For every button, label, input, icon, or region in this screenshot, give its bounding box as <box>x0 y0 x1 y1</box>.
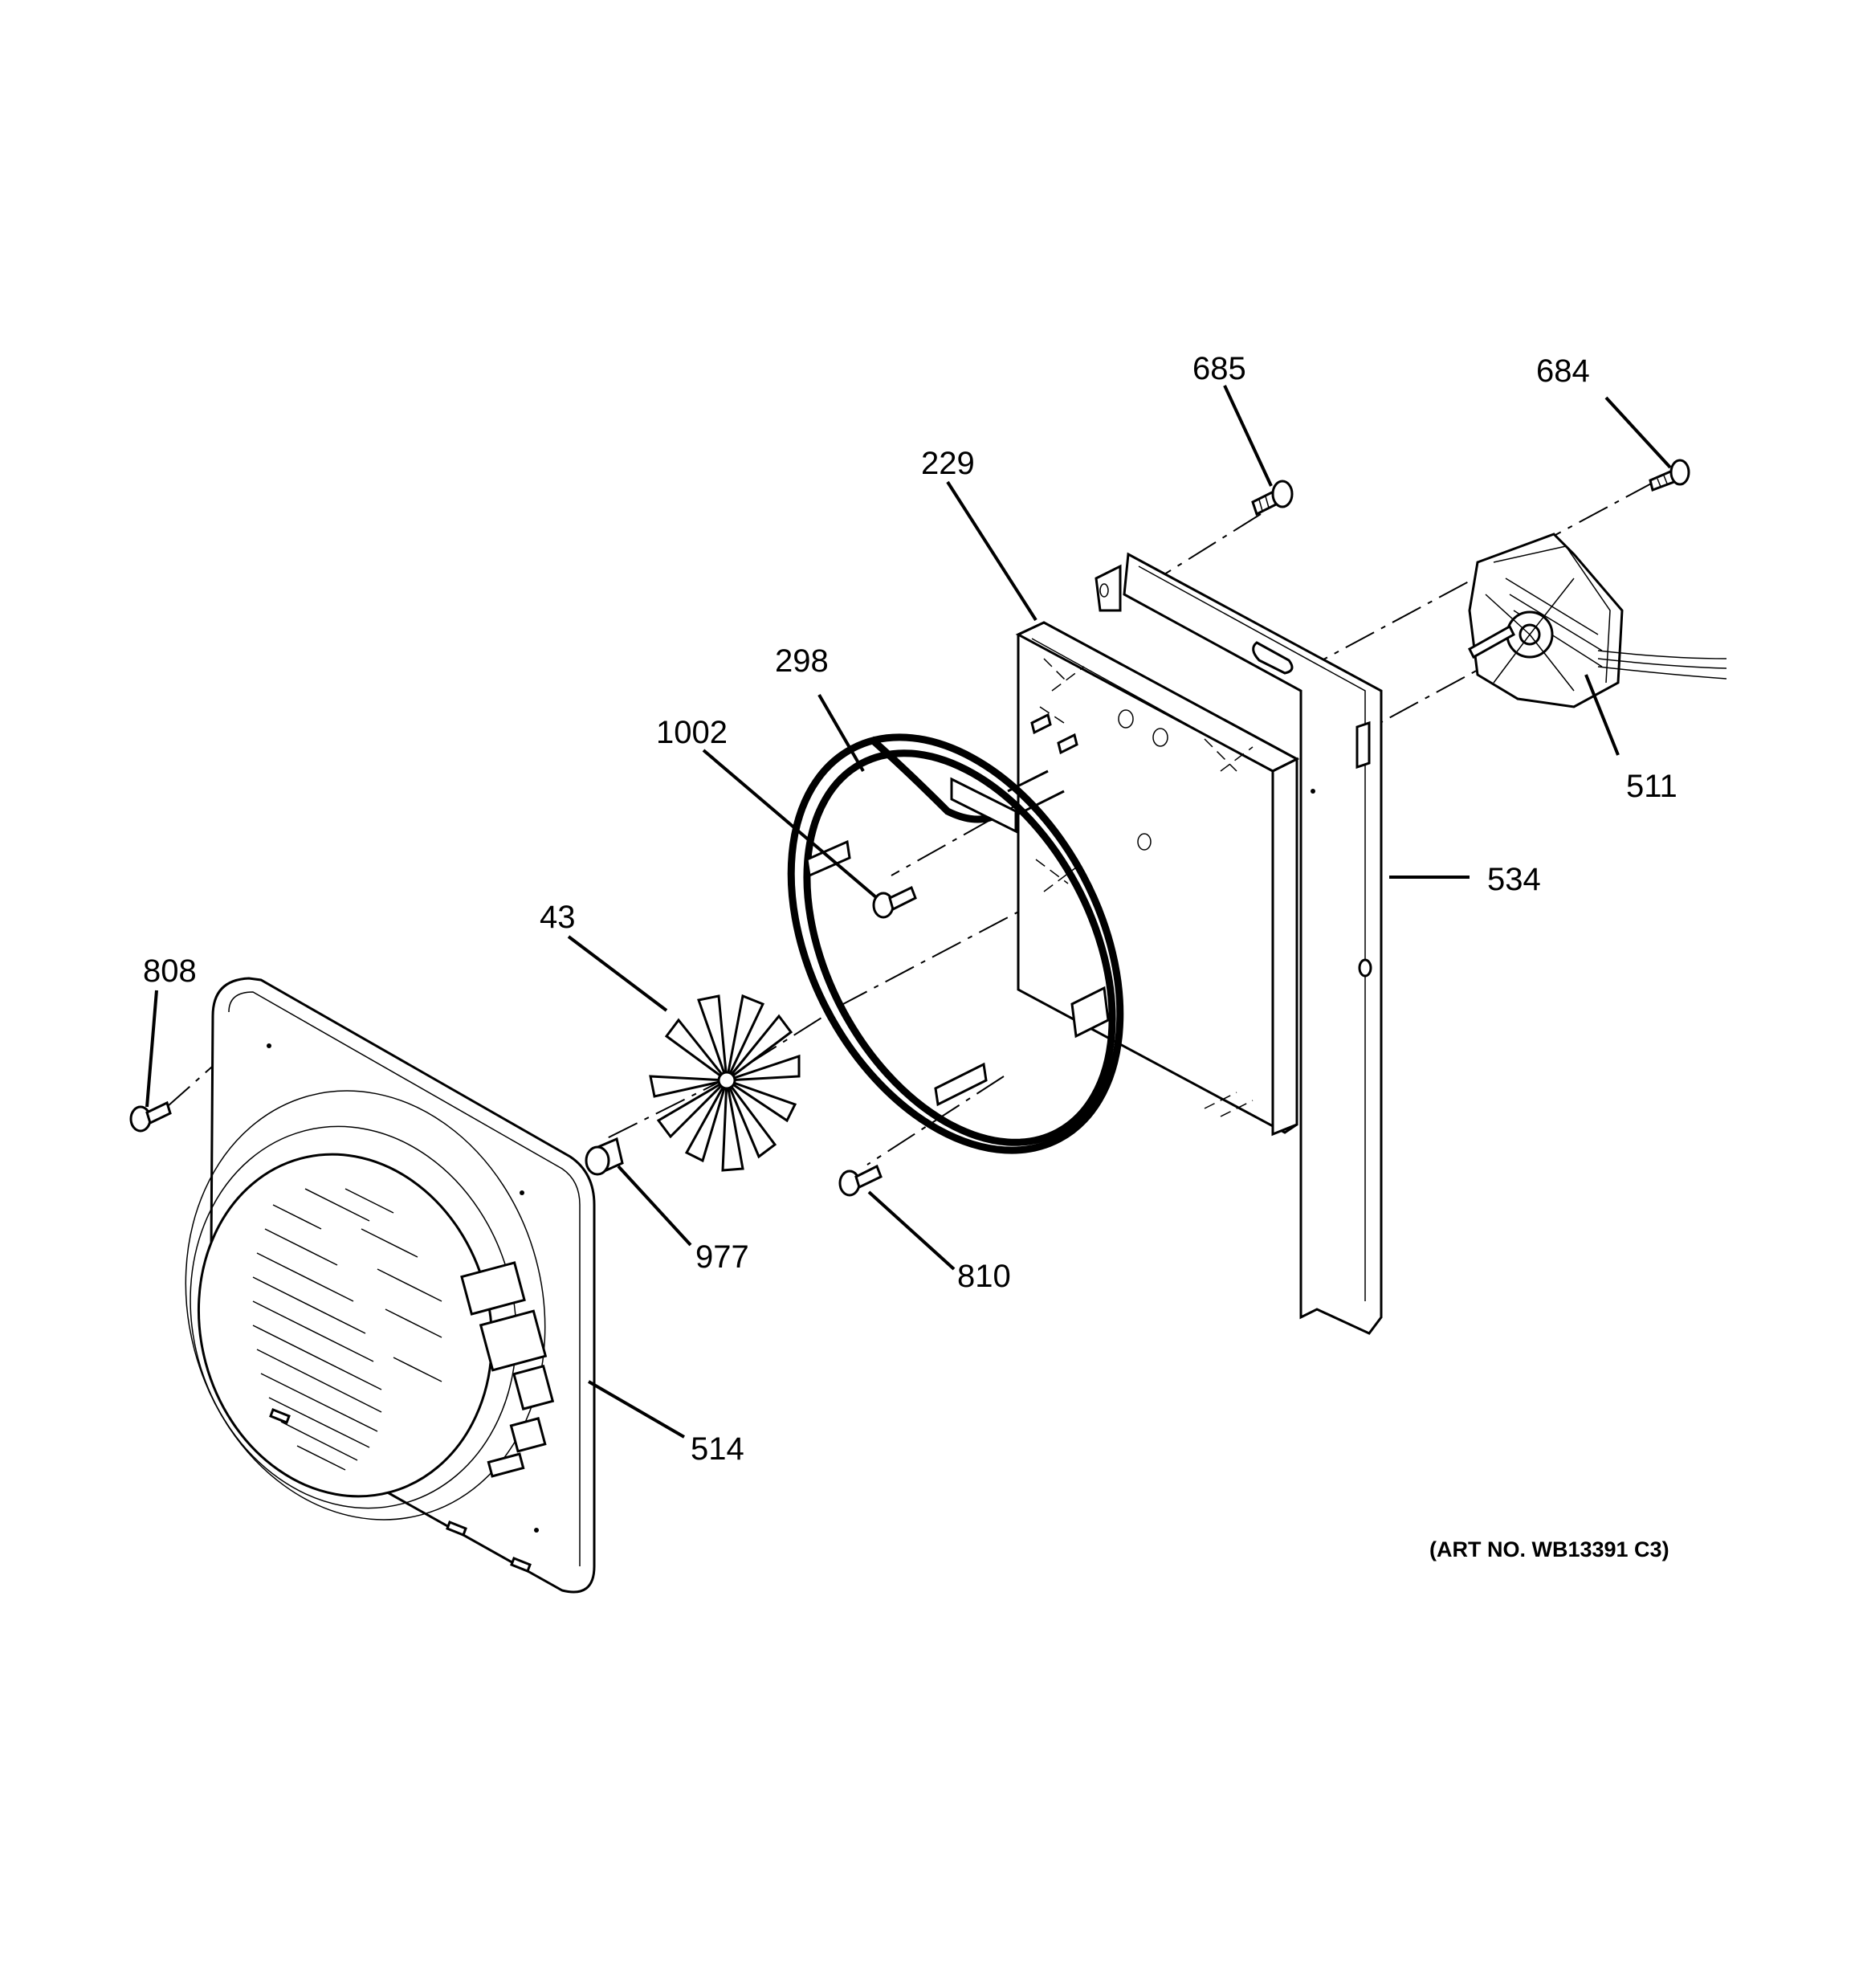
callout-labels: 685 684 229 298 1002 511 534 43 808 977 … <box>143 351 1678 1467</box>
part-43-fan-blade[interactable] <box>649 994 801 1172</box>
callout-685: 685 <box>1192 351 1246 386</box>
art-number: (ART NO. WB13391 C3) <box>1429 1537 1669 1561</box>
callout-43: 43 <box>540 900 576 935</box>
callout-229: 229 <box>921 446 975 481</box>
leader-lines <box>145 385 1672 1439</box>
callout-808: 808 <box>143 953 197 989</box>
part-1002-screw[interactable] <box>872 885 917 919</box>
part-229-insulation[interactable] <box>1015 621 1300 1137</box>
callout-511: 511 <box>1626 769 1678 804</box>
part-810-screw[interactable] <box>838 1164 883 1197</box>
part-684-screw[interactable] <box>1649 459 1690 492</box>
part-808-screw[interactable] <box>129 1100 172 1133</box>
cover-vent-slots <box>252 1188 442 1471</box>
callout-977: 977 <box>695 1239 749 1275</box>
part-685-screw[interactable] <box>1251 480 1294 516</box>
callout-534: 534 <box>1487 862 1541 897</box>
callout-684: 684 <box>1536 353 1590 389</box>
callout-298: 298 <box>775 643 829 679</box>
part-977-nut[interactable] <box>585 1137 624 1176</box>
callout-514: 514 <box>691 1431 744 1467</box>
part-514-cover[interactable] <box>139 977 596 1594</box>
part-511-fan-motor[interactable] <box>1468 533 1727 708</box>
part-534-bracket[interactable] <box>1095 552 1383 1335</box>
callout-1002: 1002 <box>656 715 728 750</box>
callout-810: 810 <box>957 1259 1011 1294</box>
